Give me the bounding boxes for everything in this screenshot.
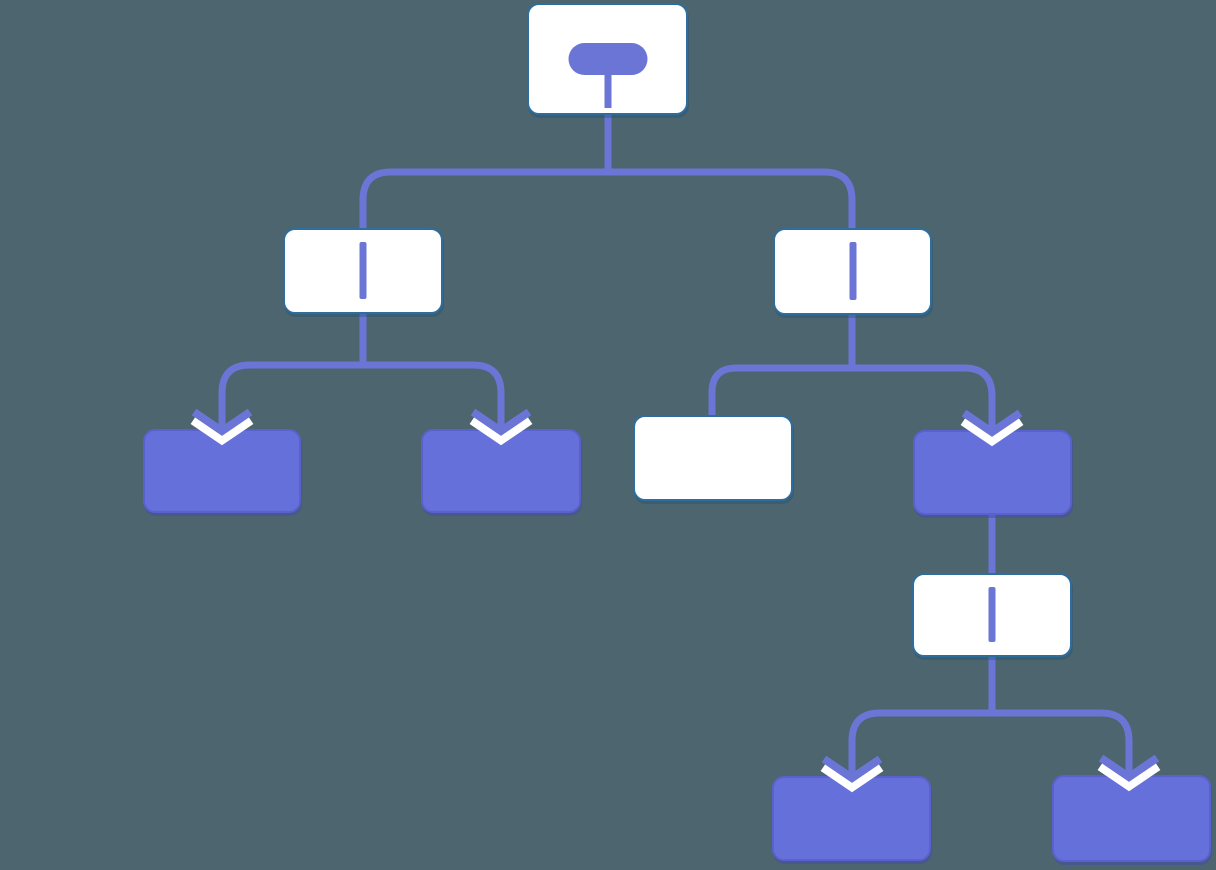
node-junction-bottom[interactable] [912,573,1072,657]
node-junction-right[interactable] [773,228,932,315]
node-card-right[interactable] [633,415,793,501]
node-leaf-bottom-1[interactable] [772,776,931,861]
root-pill-icon [568,43,647,75]
junction-line-glyph [359,242,367,299]
junction-line-glyph [849,242,856,300]
node-root[interactable] [527,3,688,115]
node-leaf-bottom-2[interactable] [1052,775,1211,862]
node-leaf-right[interactable] [913,430,1072,515]
node-leaf-left-2[interactable] [421,429,581,513]
root-stem-icon [604,73,611,108]
node-junction-left[interactable] [283,228,443,314]
node-leaf-left-1[interactable] [143,429,301,513]
junction-line-glyph [988,587,996,642]
